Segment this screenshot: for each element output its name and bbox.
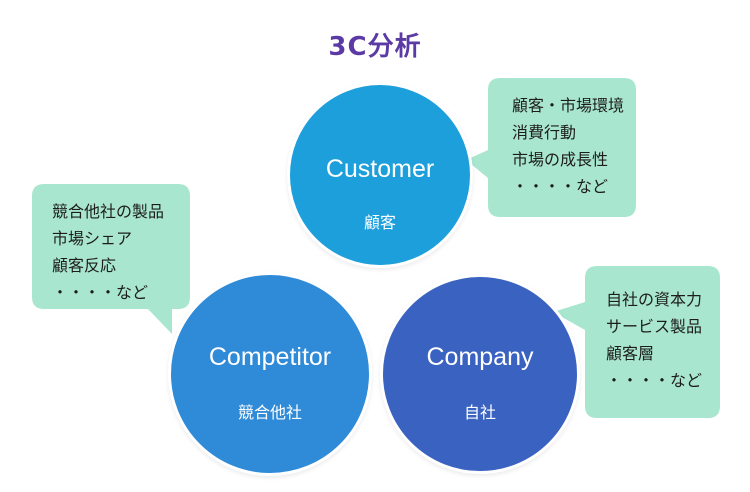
company-label-jp: 自社: [463, 403, 496, 422]
company-bubble-text: 自社の資本力 サービス製品 顧客層 ・・・・など: [606, 286, 702, 394]
bubble-line: ・・・・など: [606, 371, 703, 390]
company-circle: Company 自社: [380, 274, 580, 474]
competitor-bubble-text: 競合他社の製品 市場シェア 顧客反応 ・・・・など: [52, 198, 164, 306]
competitor-circle: Competitor 競合他社: [168, 272, 372, 476]
competitor-label: Competitor: [208, 343, 332, 371]
customer-circle: Customer 顧客: [287, 82, 473, 268]
competitor-label-jp: 競合他社: [237, 403, 302, 422]
diagram-title: 3C分析: [328, 32, 422, 62]
company-speech-bubble: [553, 266, 720, 418]
customer-label-jp: 顧客: [363, 213, 396, 232]
bubble-line: ・・・・など: [52, 283, 149, 302]
competitor-speech-bubble: [32, 184, 190, 334]
customer-bubble-text: 顧客・市場環境 消費行動 市場の成長性 ・・・・など: [512, 92, 624, 200]
bubble-line: 自社の資本力: [606, 290, 703, 309]
customer-label: Customer: [325, 155, 435, 183]
bubble-line: 顧客・市場環境: [512, 96, 625, 115]
company-label: Company: [426, 343, 534, 371]
bubble-line: 顧客層: [606, 344, 655, 363]
customer-speech-bubble: [466, 78, 636, 217]
bubble-line: ・・・・など: [512, 177, 609, 196]
bubble-line: 競合他社の製品: [52, 202, 165, 221]
bubble-line: 市場シェア: [52, 229, 133, 248]
bubble-line: 消費行動: [512, 123, 577, 142]
bubble-line: 顧客反応: [52, 256, 117, 275]
bubble-line: 市場の成長性: [512, 150, 609, 169]
bubble-line: サービス製品: [606, 317, 703, 336]
